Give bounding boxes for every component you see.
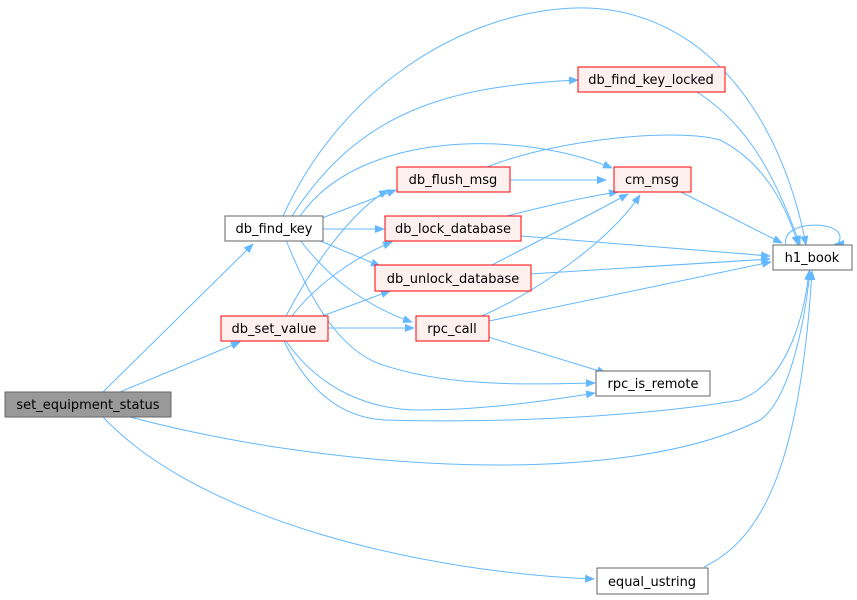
- node-label: equal_ustring: [608, 575, 696, 590]
- node-label: cm_msg: [625, 173, 679, 188]
- edges: [102, 7, 845, 583]
- node-db_unlock_database[interactable]: db_unlock_database: [374, 264, 532, 292]
- edge-db_lock_database-cm_msg: [506, 189, 619, 217]
- edge-equal_ustring-h1_book: [703, 270, 816, 568]
- node-h1_book[interactable]: h1_book: [772, 244, 853, 271]
- edge-db_find_key-cm_msg: [299, 143, 613, 217]
- node-label: db_unlock_database: [387, 272, 520, 287]
- node-db_find_key[interactable]: db_find_key: [224, 215, 324, 242]
- edge-rpc_call-cm_msg: [481, 194, 641, 317]
- edge-set_equipment_status-h1_book: [129, 270, 814, 466]
- node-label: set_equipment_status: [16, 398, 159, 413]
- edge-db_lock_database-h1_book: [520, 235, 771, 260]
- node-equal_ustring[interactable]: equal_ustring: [596, 567, 709, 595]
- edge-db_find_key_locked-h1_book: [696, 91, 801, 246]
- edge-set_equipment_status-equal_ustring: [102, 416, 595, 583]
- node-label: db_flush_msg: [409, 173, 498, 188]
- edge-rpc_call-rpc_is_remote: [487, 336, 607, 375]
- edge-db_find_key-db_unlock_database: [317, 239, 381, 267]
- edge-db_unlock_database-h1_book: [529, 255, 771, 275]
- edge-h1_book-h1_book: [785, 224, 845, 248]
- node-set_equipment_status[interactable]: set_equipment_status: [4, 391, 172, 418]
- edge-db_find_key-rpc_call: [299, 239, 413, 323]
- node-label: rpc_call: [427, 322, 477, 337]
- edge-db_set_value-db_unlock_database: [316, 290, 391, 319]
- edge-db_find_key-db_flush_msg: [321, 189, 397, 219]
- node-label: db_find_key: [236, 222, 313, 237]
- node-label: db_lock_database: [395, 222, 511, 237]
- edge-set_equipment_status-db_find_key: [102, 243, 254, 393]
- nodes: set_equipment_status db_find_key db_set_…: [4, 66, 853, 595]
- edge-db_set_value-db_flush_msg: [285, 189, 389, 317]
- edge-db_set_value-rpc_is_remote: [285, 340, 596, 411]
- edge-db_find_key-rpc_is_remote: [285, 239, 596, 388]
- node-label: db_set_value: [232, 322, 317, 337]
- edge-db_set_value-h1_book: [283, 270, 813, 422]
- node-rpc_call[interactable]: rpc_call: [415, 315, 490, 342]
- node-db_flush_msg[interactable]: db_flush_msg: [396, 166, 511, 193]
- edge-db_set_value-db_lock_database: [291, 241, 393, 317]
- edge-set_equipment_status-db_set_value: [119, 341, 241, 393]
- node-db_find_key_locked[interactable]: db_find_key_locked: [577, 66, 726, 93]
- edge-rpc_call-h1_book: [488, 259, 772, 322]
- node-cm_msg[interactable]: cm_msg: [613, 166, 692, 193]
- node-db_set_value[interactable]: db_set_value: [220, 315, 329, 342]
- edge-db_find_key-h1_book: [282, 7, 809, 246]
- node-db_lock_database[interactable]: db_lock_database: [384, 215, 522, 242]
- node-label: h1_book: [785, 251, 840, 266]
- edge-db_find_key-db_find_key_locked: [291, 76, 579, 217]
- node-rpc_is_remote[interactable]: rpc_is_remote: [595, 370, 711, 397]
- edge-db_flush_msg-h1_book: [486, 134, 800, 246]
- edge-cm_msg-h1_book: [680, 191, 783, 244]
- edge-db_unlock_database-cm_msg: [489, 193, 629, 267]
- node-label: rpc_is_remote: [608, 377, 699, 392]
- node-label: db_find_key_locked: [588, 73, 713, 88]
